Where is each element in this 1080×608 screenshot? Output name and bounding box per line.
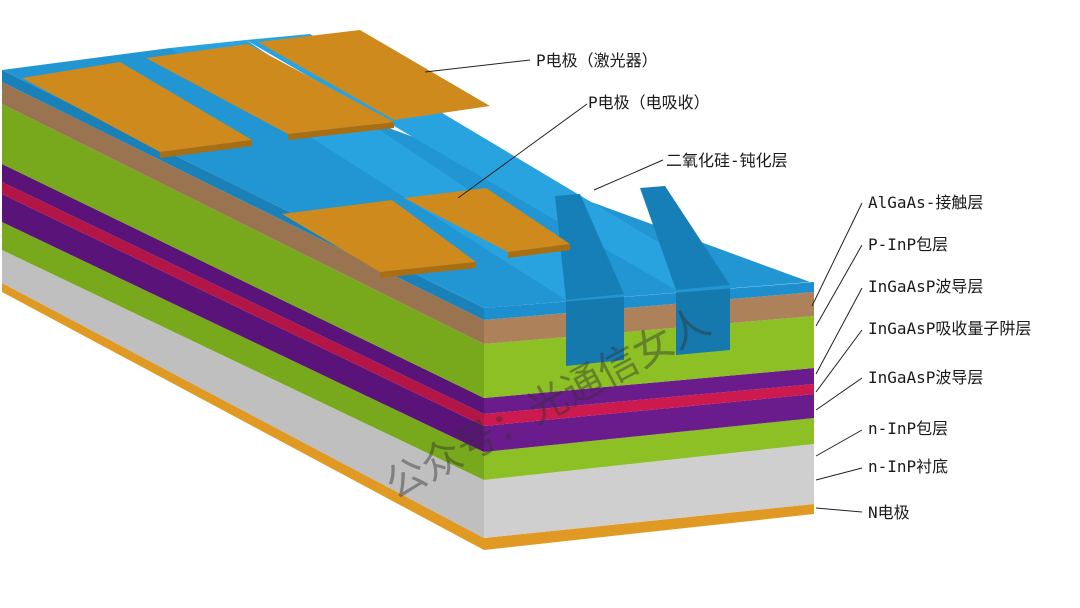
front-trench-2 <box>676 285 730 355</box>
front-waveguide-bottom <box>484 394 814 452</box>
label-ingaasp-waveguide-top: InGaAsP波导层 <box>868 277 983 296</box>
labels: P电极（激光器） P电极（电吸收） 二氧化硅-钝化层 AlGaAs-接触层 P-… <box>536 51 1031 522</box>
p-electrodes-laser <box>22 30 490 158</box>
label-p-inp-cladding: P-InP包层 <box>868 235 948 254</box>
laser-electrode-2-edge <box>288 122 394 140</box>
trench-floor-1 <box>555 194 624 300</box>
leader-lines <box>424 59 863 513</box>
label-n-electrode: N电极 <box>868 503 910 522</box>
laser-electrode-1 <box>22 62 252 152</box>
laser-electrode-1-edge <box>160 140 252 158</box>
front-n-cladding <box>484 418 814 480</box>
trench-floor-2 <box>640 186 730 290</box>
label-n-inp-cladding: n-InP包层 <box>868 419 948 438</box>
side-p-cladding <box>2 104 484 398</box>
label-ingaasp-mqw: InGaAsP吸收量子阱层 <box>868 319 1031 338</box>
front-face <box>484 282 814 550</box>
label-algaas-contact: AlGaAs-接触层 <box>868 193 983 212</box>
absorber-electrode-1 <box>282 200 476 272</box>
p-electrodes-absorber <box>282 188 570 278</box>
absorber-electrode-2-edge <box>508 244 570 258</box>
label-p-electrode-absorber: P电极（电吸收） <box>588 93 710 112</box>
front-n-electrode <box>484 504 814 550</box>
side-n-electrode <box>2 283 484 550</box>
laser-electrode-2 <box>146 44 394 134</box>
label-n-inp-substrate: n-InP衬底 <box>868 457 948 476</box>
front-p-cladding <box>484 316 814 398</box>
label-ingaasp-waveguide-bottom: InGaAsP波导层 <box>868 368 983 387</box>
absorber-electrode-1-edge <box>380 262 476 278</box>
side-mqw <box>2 182 484 426</box>
absorber-electrode-2 <box>404 188 570 252</box>
front-trench-1 <box>566 294 624 366</box>
front-waveguide-top <box>484 368 814 414</box>
left-side-face <box>2 70 484 550</box>
side-n-substrate <box>2 250 484 538</box>
side-contact <box>2 82 484 344</box>
label-sio2-passivation: 二氧化硅-钝化层 <box>666 151 788 170</box>
side-waveguide-bottom <box>2 194 484 452</box>
laser-electrode-3 <box>258 30 490 120</box>
label-p-electrode-laser: P电极（激光器） <box>536 51 658 70</box>
side-waveguide-top <box>2 164 484 414</box>
side-n-cladding <box>2 222 484 480</box>
front-n-substrate <box>484 444 814 538</box>
front-mqw <box>484 384 814 426</box>
